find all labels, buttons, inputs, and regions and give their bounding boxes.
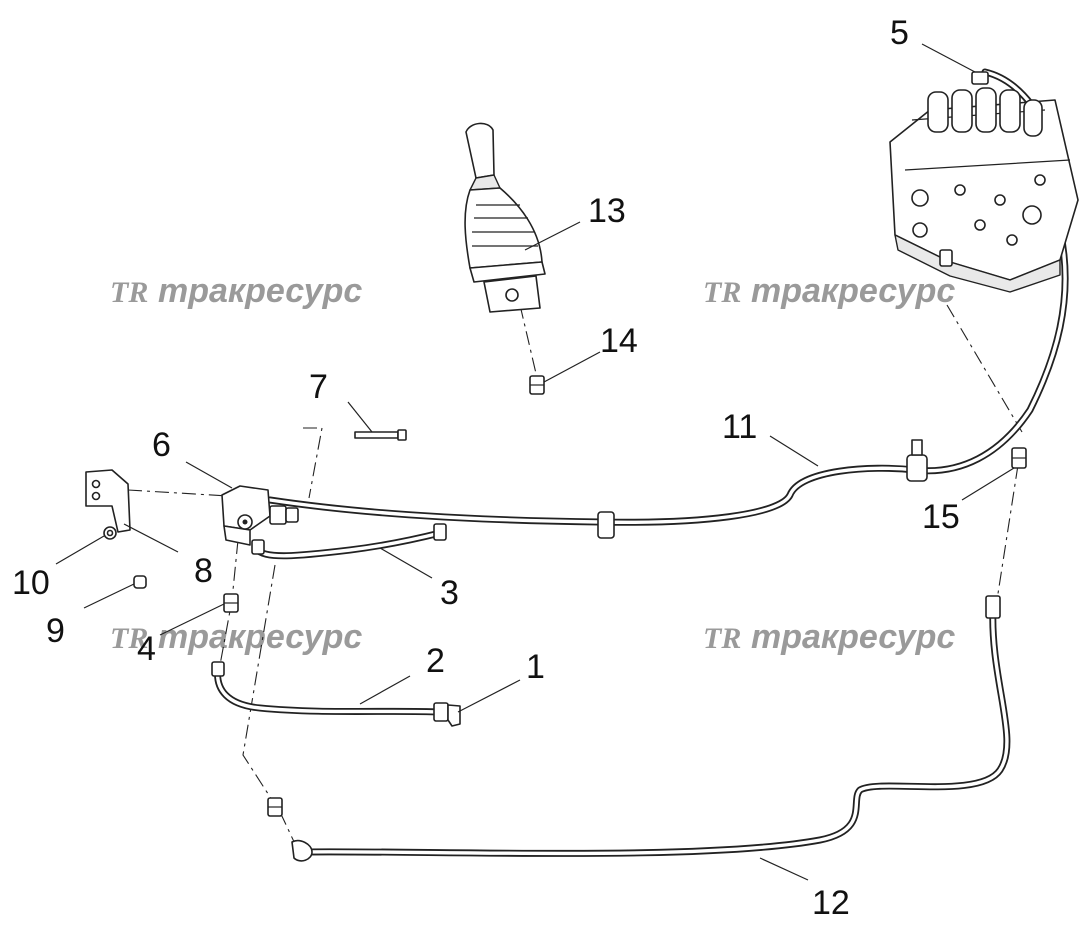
callout-13: 13 bbox=[588, 192, 626, 230]
hose-3 bbox=[252, 523, 447, 560]
callout-1: 1 bbox=[526, 648, 545, 686]
watermark-1: TR тракресурс bbox=[110, 272, 362, 310]
watermark-logo: TR bbox=[110, 622, 148, 655]
fitting-4 bbox=[223, 593, 239, 613]
callout-5: 5 bbox=[890, 14, 909, 52]
callout-12: 12 bbox=[812, 884, 850, 922]
bolt-9 bbox=[133, 575, 147, 589]
callout-3: 3 bbox=[440, 574, 459, 612]
watermark-logo: TR bbox=[110, 276, 148, 309]
fitting-hose-2-end bbox=[211, 661, 225, 677]
control-valve bbox=[889, 71, 1079, 293]
callout-14: 14 bbox=[600, 322, 638, 360]
washer-10 bbox=[103, 526, 117, 540]
callout-6: 6 bbox=[152, 426, 171, 464]
fitting-14 bbox=[529, 375, 545, 395]
bracket-8 bbox=[85, 469, 131, 533]
callout-4: 4 bbox=[137, 630, 156, 668]
hose-2 bbox=[214, 664, 461, 727]
leader-lines bbox=[55, 43, 1015, 881]
watermark-logo: TR bbox=[703, 276, 741, 309]
center-lines bbox=[127, 304, 1023, 847]
callout-7: 7 bbox=[309, 368, 328, 406]
hose-12 bbox=[291, 595, 1011, 862]
callout-10: 10 bbox=[12, 564, 50, 602]
watermark-logo: TR bbox=[703, 622, 741, 655]
hose-11 bbox=[266, 226, 1069, 539]
fitting-15 bbox=[1011, 447, 1027, 469]
bolt-7 bbox=[354, 429, 407, 441]
callout-11: 11 bbox=[722, 408, 757, 446]
callout-8: 8 bbox=[194, 552, 213, 590]
watermark-text: тракресурс bbox=[751, 272, 955, 310]
watermark-text: тракресурс bbox=[751, 618, 955, 656]
callouts: 1 2 3 4 5 6 7 8 9 10 11 12 13 14 15 bbox=[12, 14, 960, 922]
watermark-4: TR тракресурс bbox=[703, 618, 955, 656]
callout-2: 2 bbox=[426, 642, 445, 680]
fitting-hose-12-end bbox=[267, 797, 283, 817]
valve-block-6 bbox=[221, 485, 299, 555]
watermark-2: TR тракресурс bbox=[703, 272, 955, 310]
callout-15: 15 bbox=[922, 498, 960, 536]
joystick bbox=[464, 122, 546, 313]
callout-9: 9 bbox=[46, 612, 65, 650]
watermark-text: тракресурс bbox=[158, 272, 362, 310]
